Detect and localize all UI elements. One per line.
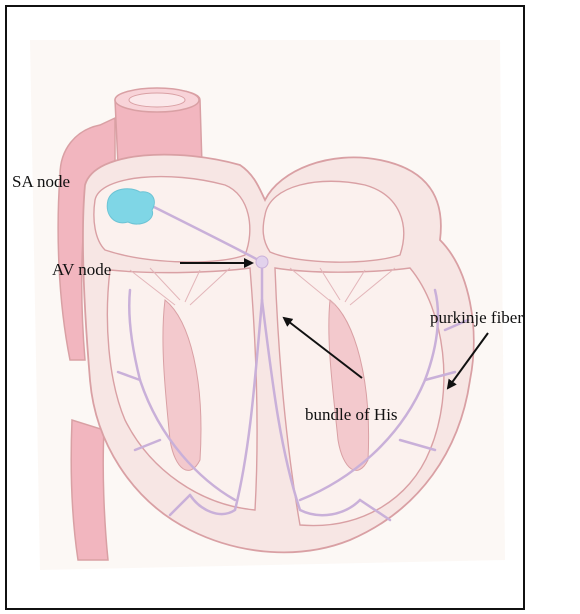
purkinje-fiber-label: purkinje fiber [430, 309, 523, 326]
av-node-label: AV node [52, 261, 111, 278]
aorta-lumen [129, 93, 185, 107]
bundle-of-his-label: bundle of His [305, 406, 398, 423]
left-atrium [263, 181, 404, 262]
inferior-vena-cava [71, 420, 108, 560]
sa-node-label: SA node [12, 173, 70, 190]
sa-node-marker [107, 189, 154, 224]
av-node-marker [256, 256, 268, 268]
